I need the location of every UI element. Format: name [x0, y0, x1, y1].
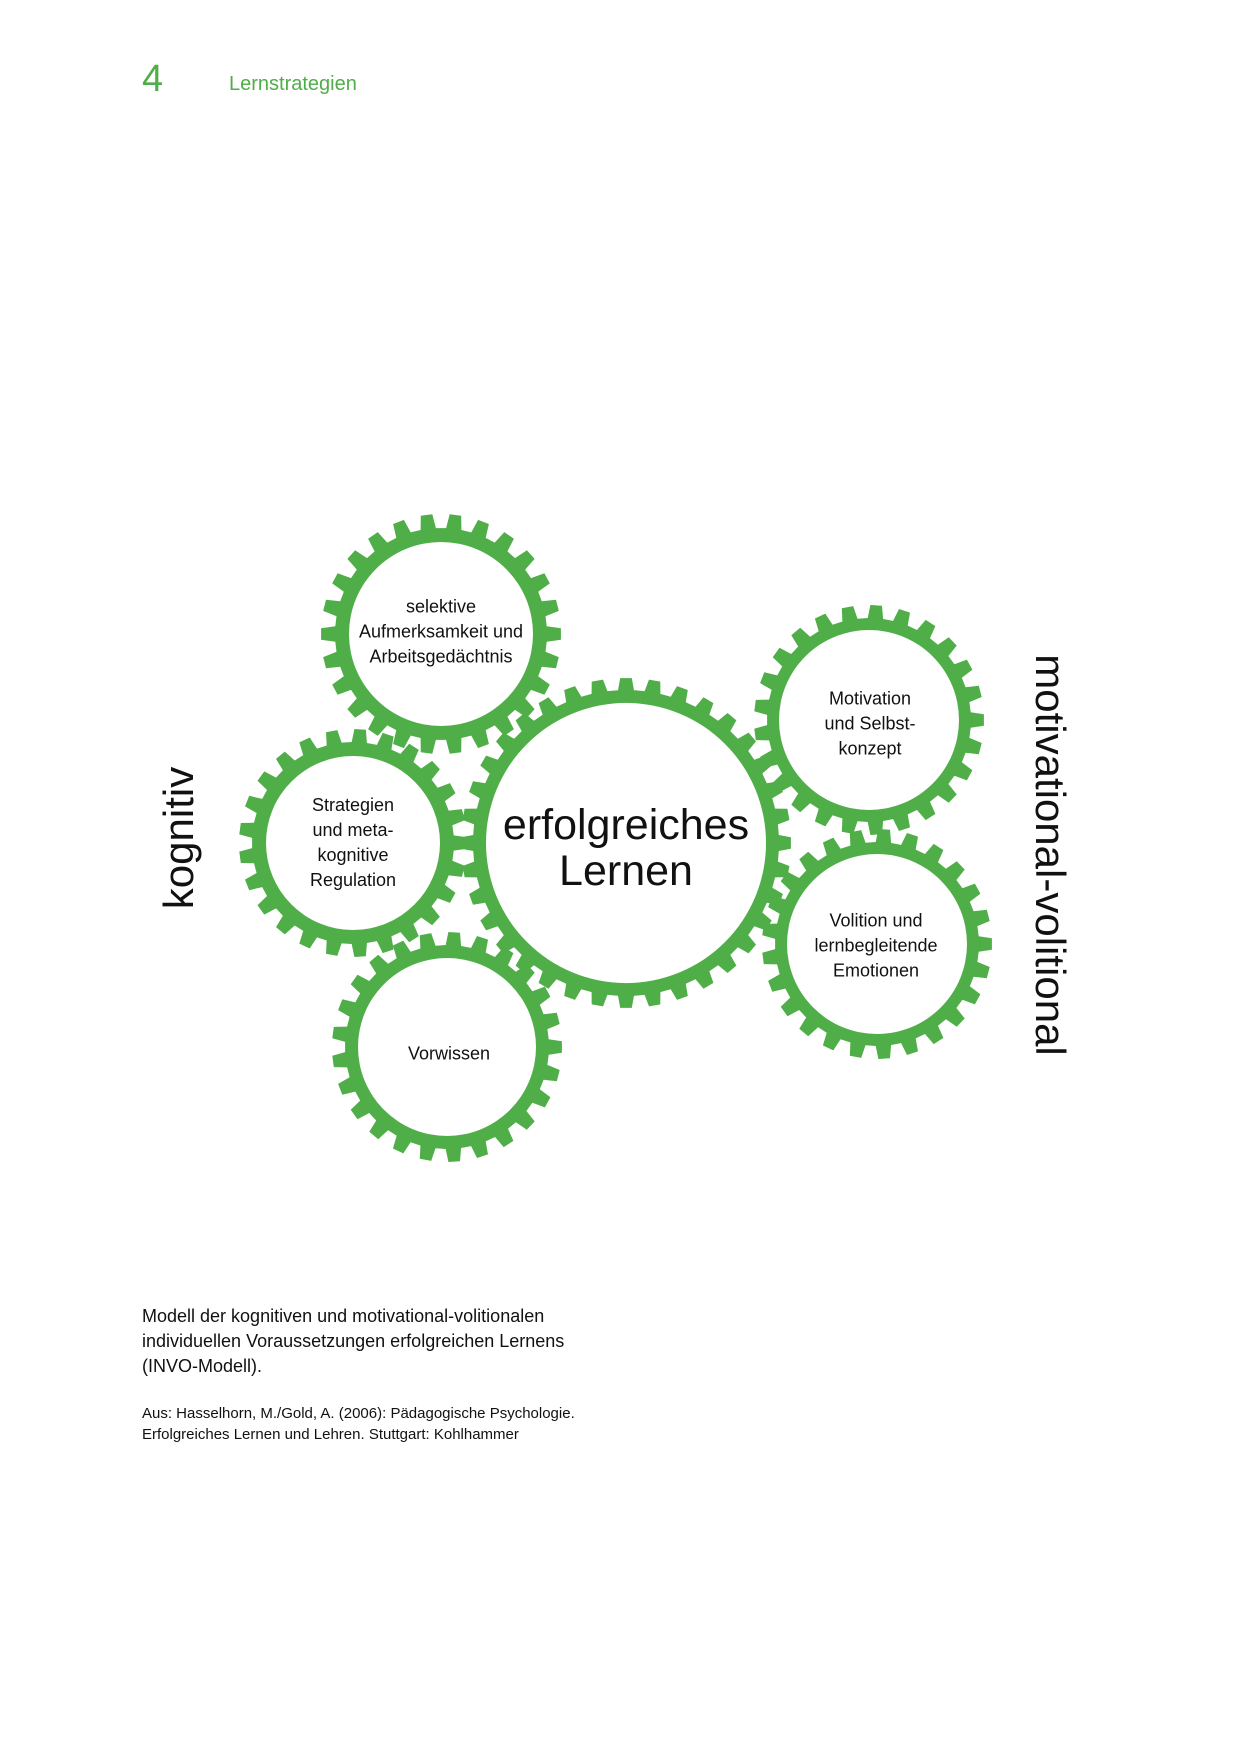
- gear-label-center: erfolgreiches Lernen: [502, 801, 750, 895]
- chapter-number: 4: [142, 58, 164, 100]
- motivational-volitional-axis-label: motivational-volitional: [1027, 654, 1074, 1056]
- gear-label-volition: Volition und lernbegleitende Emotionen: [814, 910, 938, 981]
- gear-label-knowledge: Vorwissen: [407, 1043, 491, 1064]
- gear-label-attention: selektive Aufmerksamkeit und Arbeitsgedä…: [358, 596, 524, 667]
- kognitiv-axis-label: kognitiv: [155, 766, 202, 910]
- chapter-title: Lernstrategien: [229, 73, 357, 95]
- figure-source: Aus: Hasselhorn, M./Gold, A. (2006): Päd…: [142, 1405, 575, 1443]
- gear-label-motivation: Motivation und Selbst- konzept: [824, 688, 916, 759]
- gear-label-strategies: Strategien und meta- kognitive Regulatio…: [309, 795, 397, 890]
- figure-caption: Modell der kognitiven und motivational-v…: [142, 1306, 565, 1376]
